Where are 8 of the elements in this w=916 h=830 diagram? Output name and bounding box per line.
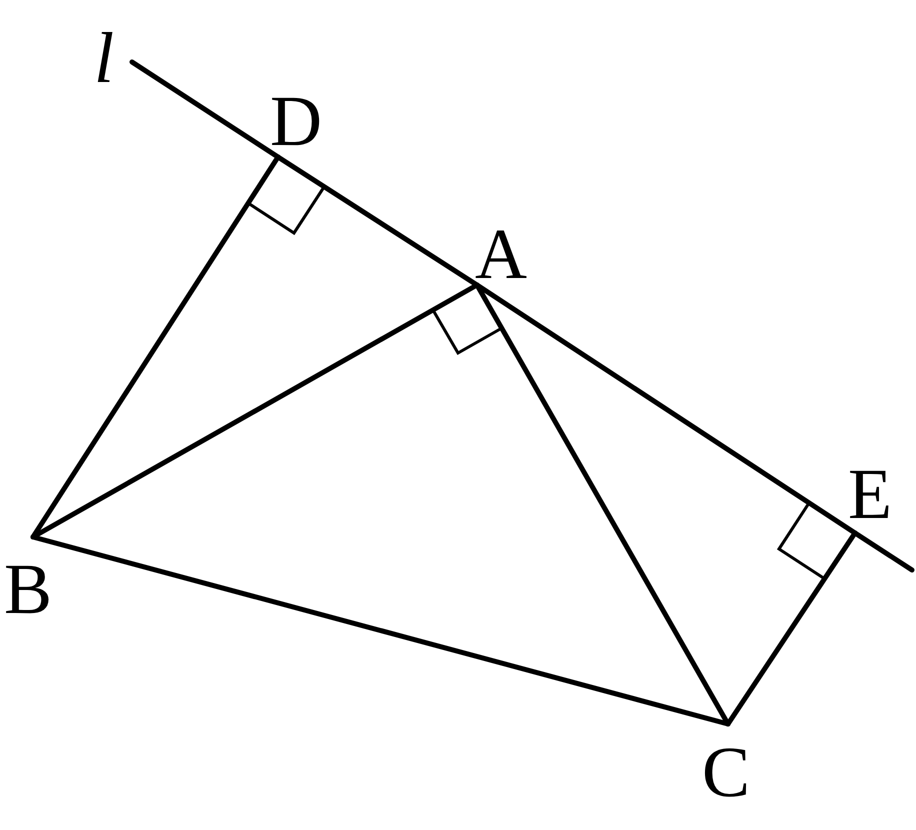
point-label: D [270,85,322,157]
line-segment [726,530,858,726]
line-segment [130,60,280,160]
point-label: E [848,458,892,530]
point-label: B [4,553,52,625]
point-label: A [475,218,527,290]
line-label: l [94,22,114,94]
point-label: C [702,736,750,808]
